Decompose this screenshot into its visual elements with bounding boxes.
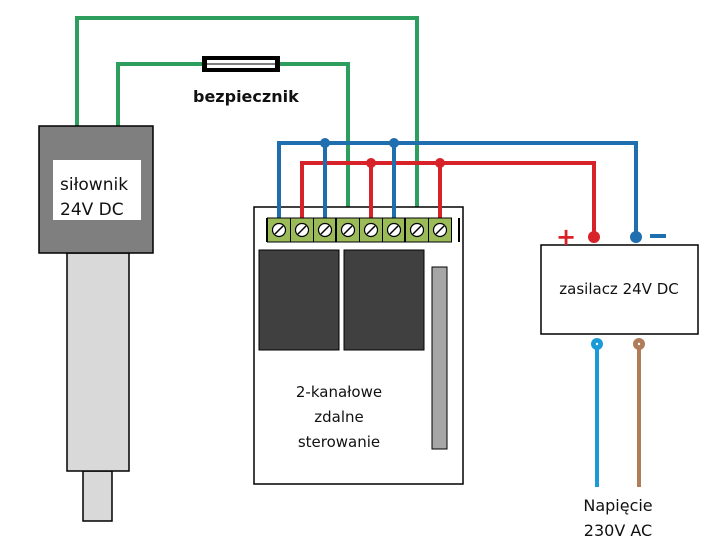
node-dot bbox=[637, 342, 641, 346]
screw-slot bbox=[366, 225, 376, 235]
fuse: bezpiecznik bbox=[193, 56, 299, 106]
remote-controller: 2-kanałowe zdalne sterowanie bbox=[253, 206, 464, 485]
screw-slot bbox=[389, 225, 399, 235]
controller-label-line1: 2-kanałowe bbox=[296, 383, 382, 401]
psu-box bbox=[540, 244, 699, 335]
relay-2 bbox=[343, 249, 425, 351]
psu-minus-label bbox=[650, 234, 666, 238]
psu-label: zasilacz 24V DC bbox=[559, 280, 678, 298]
negative-junction-node bbox=[389, 138, 399, 148]
negative-junction-node bbox=[320, 138, 330, 148]
mains-label-line2: 230V AC bbox=[584, 521, 652, 540]
screw-slot bbox=[343, 225, 353, 235]
actuator-rod-tip bbox=[82, 470, 113, 522]
controller-label-line2: zdalne bbox=[314, 408, 364, 426]
terminal-block bbox=[266, 217, 460, 243]
actuator-tube bbox=[66, 252, 130, 472]
positive-junction-node bbox=[435, 158, 445, 168]
fuse-label: bezpiecznik bbox=[193, 87, 299, 106]
actuator: siłownik 24V DC bbox=[38, 125, 154, 522]
screw-slot bbox=[320, 225, 330, 235]
actuator-label-line1: siłownik bbox=[60, 175, 128, 195]
relay-1 bbox=[258, 249, 340, 351]
psu-plus-label: + bbox=[556, 223, 576, 251]
mains-label-line1: Napięcie bbox=[583, 496, 652, 515]
positive-bus-wire bbox=[300, 161, 596, 237]
actuator-label-line2: 24V DC bbox=[60, 200, 124, 220]
node-dot bbox=[595, 342, 599, 346]
screw-slot bbox=[274, 225, 284, 235]
power-supply: zasilacz 24V DC + bbox=[540, 223, 699, 335]
actuator-label-box bbox=[53, 160, 141, 220]
screw-slot bbox=[412, 225, 422, 235]
positive-junction-node bbox=[366, 158, 376, 168]
screw-slot bbox=[297, 225, 307, 235]
negative-bus-wire bbox=[277, 141, 638, 237]
controller-label-line3: sterowanie bbox=[298, 433, 380, 451]
psu-negative-node bbox=[630, 231, 642, 243]
actuator-wire-direct bbox=[75, 16, 419, 218]
dc-wires bbox=[277, 138, 642, 243]
mains-wires: Napięcie 230V AC bbox=[583, 338, 653, 540]
antenna bbox=[431, 266, 448, 450]
psu-positive-node bbox=[588, 231, 600, 243]
screw-slot bbox=[435, 225, 445, 235]
